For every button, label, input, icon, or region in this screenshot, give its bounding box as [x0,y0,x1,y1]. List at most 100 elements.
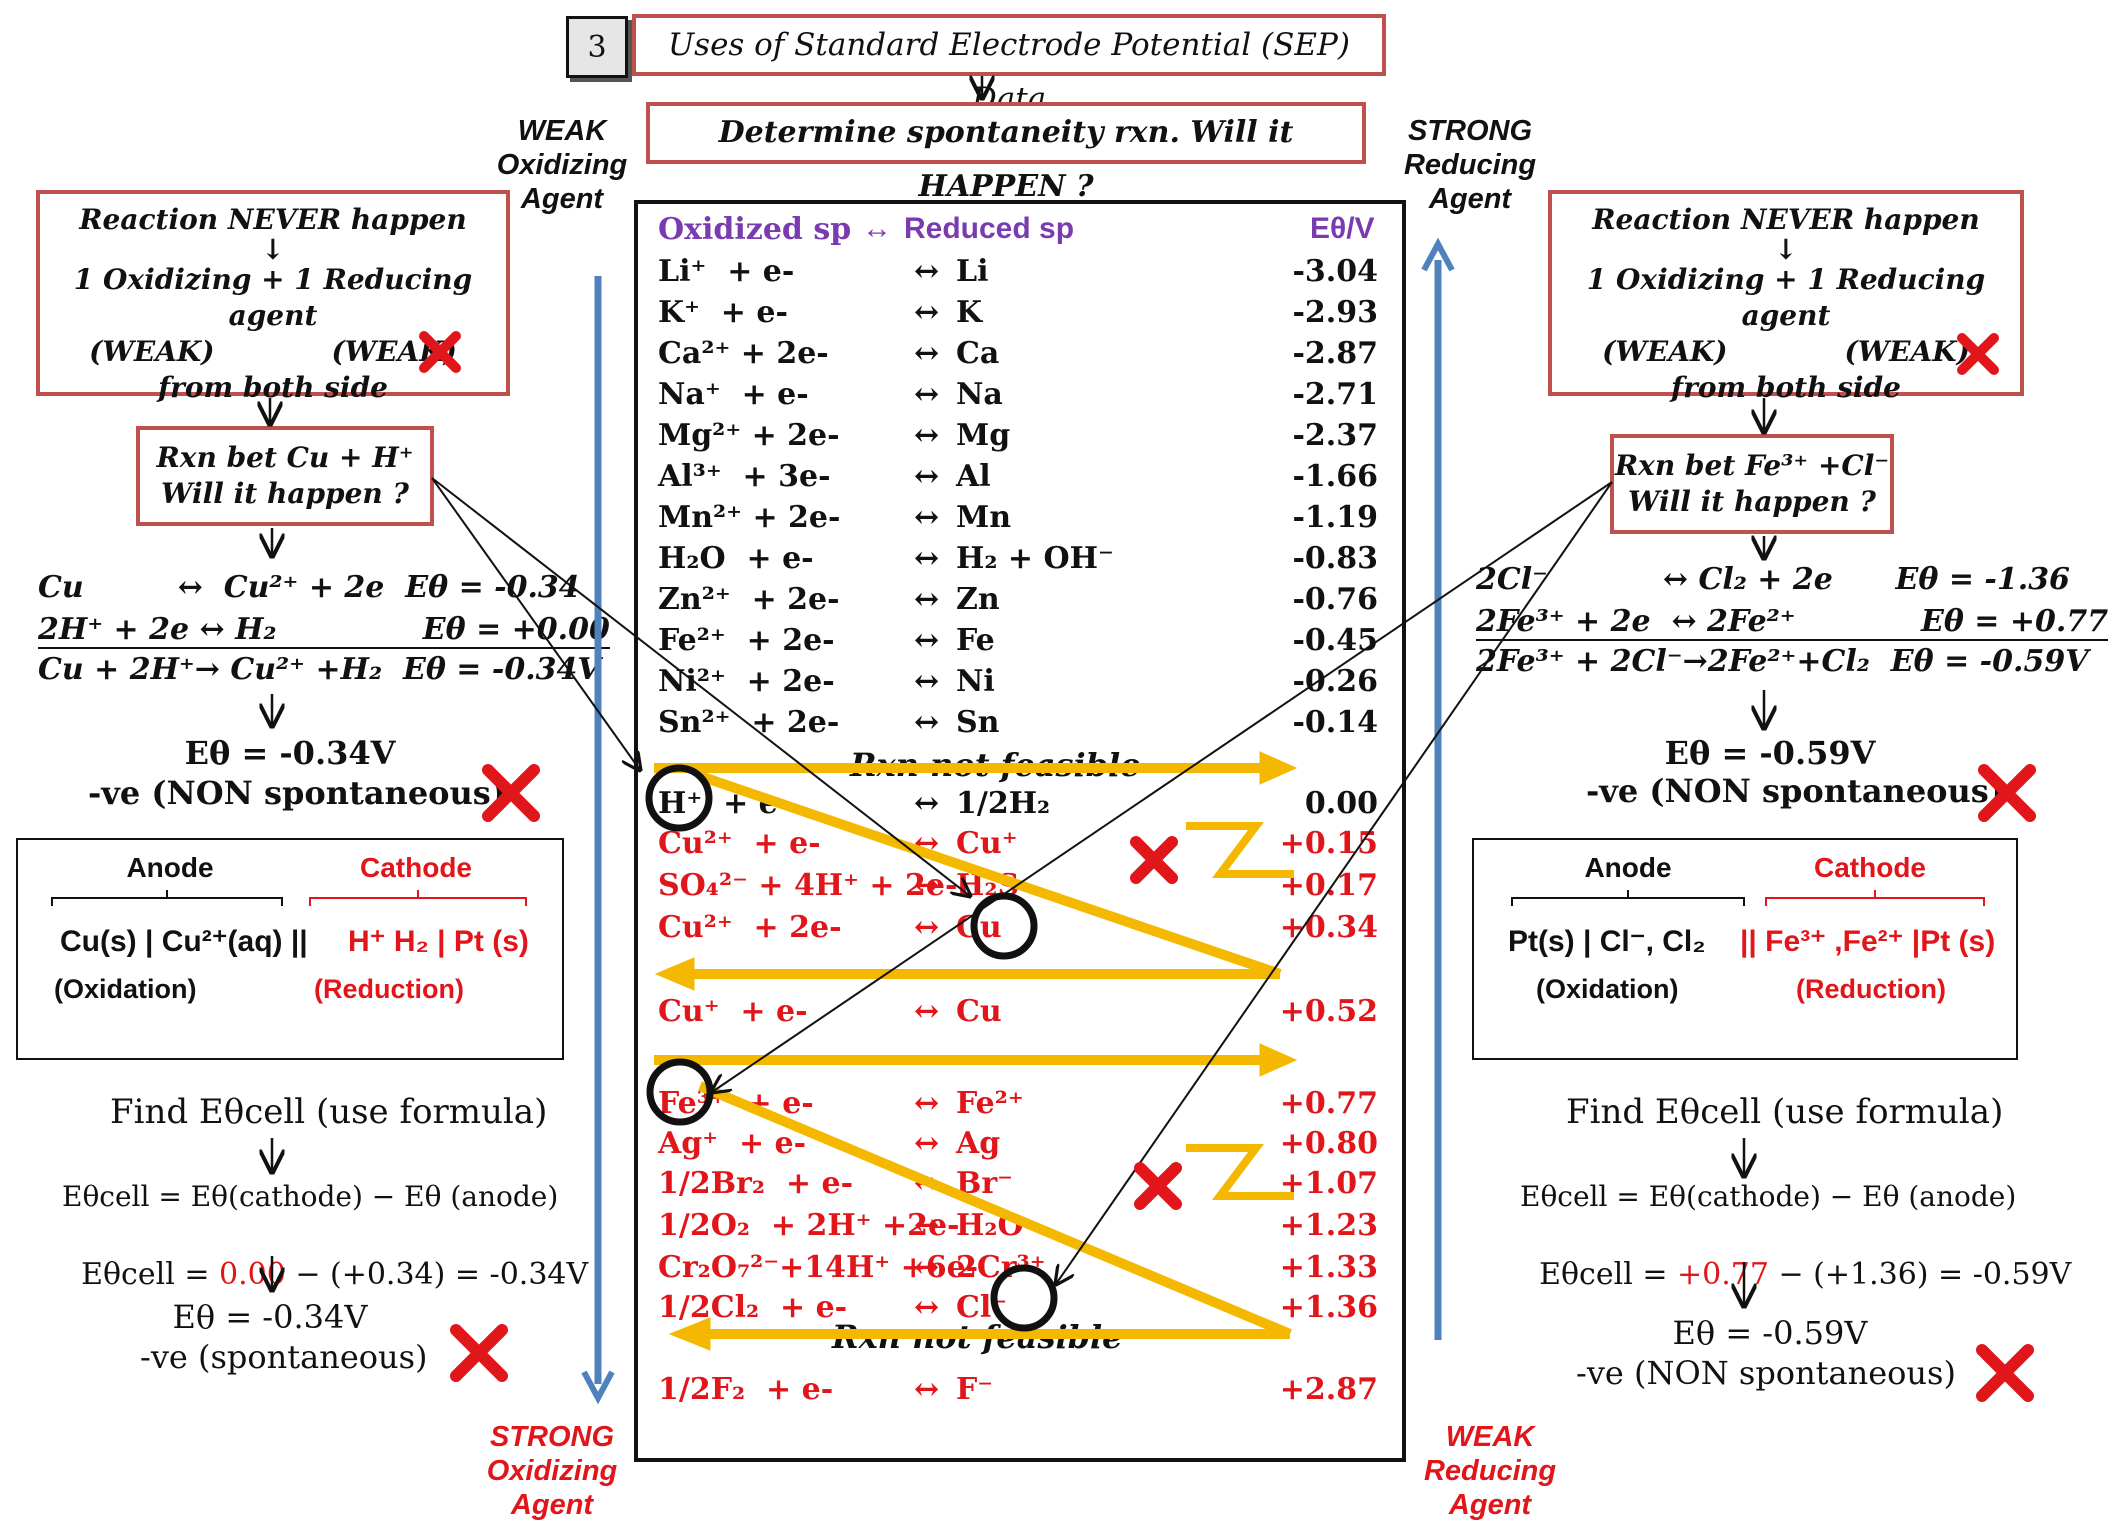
row-reduced: Cu⁺ [956,826,1018,861]
left-eq3: Cu + 2H⁺→ Cu²⁺ +H₂ Eθ = -0.34V [38,652,601,687]
row-arrow: ↔ [914,459,940,494]
row-arrow: ↔ [914,705,940,740]
right-formula1: Eθcell = Eθ(cathode) − Eθ (anode) [1520,1180,2017,1213]
row-potential: -0.14 [1292,705,1378,740]
yellow-z-arrow-bottom [654,1043,1298,1351]
slide-number: 3 [566,16,628,78]
row-potential: -2.37 [1292,418,1378,453]
row-arrow: ↔ [914,582,940,617]
row-arrow: ↔ [914,1126,940,1161]
row-arrow: ↔ [914,336,940,371]
strong-oxidizing-label: STRONG Oxidizing Agent [486,1421,618,1521]
table-row: Cu⁺ + e-↔Cu+0.52 [658,994,1378,1034]
right-formula2: Eθcell = +0.77 − (+1.36) = -0.59V [1520,1222,2071,1292]
table-row: Cu²⁺ + e-↔Cu⁺+0.15 [658,826,1378,866]
left-never-line2: 1 Oxidizing + 1 Reducing agent [73,263,473,332]
left-anode-role: (Oxidation) [54,974,197,1004]
row-arrow: ↔ [914,868,940,903]
row-oxidized: 1/2Cl₂ + e- [658,1290,848,1325]
table-row: Mn²⁺ + 2e-↔Mn-1.19 [658,500,1378,540]
row-reduced: Fe [956,623,995,658]
right-question-box: Rxn bet Fe³⁺ +Cl⁻ Will it happen ? [1610,434,1894,534]
row-potential: -2.87 [1292,336,1378,371]
row-potential: +1.23 [1279,1208,1378,1243]
row-potential: -3.04 [1292,254,1378,289]
row-potential: +1.07 [1279,1166,1378,1201]
row-reduced: Ni [956,664,995,699]
left-formula2: Eθcell = 0.00 − (+0.34) = -0.34V [62,1222,588,1292]
row-oxidized: Sn²⁺ + 2e- [658,705,840,740]
table-row: Ca²⁺ + 2e-↔Ca-2.87 [658,336,1378,376]
row-oxidized: K⁺ + e- [658,295,788,330]
table-header-e: Eθ/V [1310,212,1375,245]
right-never-box: Reaction NEVER happen ↓ 1 Oxidizing + 1 … [1548,190,2024,404]
row-oxidized: 1/2Br₂ + e- [658,1166,854,1201]
table-row: SO₄²⁻ + 4H⁺ + 2e-↔H₂S+0.17 [658,868,1378,908]
table-row: Fe²⁺ + 2e-↔Fe-0.45 [658,623,1378,663]
right-never-line3: (WEAK) (WEAK) [1602,335,1970,368]
row-arrow: ↔ [914,377,940,412]
table-row: Sn²⁺ + 2e- ↔ Sn -0.14 [658,705,1378,745]
row-potential: -0.45 [1292,623,1378,658]
cross-icon [1134,1162,1182,1210]
row-potential: +1.33 [1279,1250,1378,1285]
right-result1: Eθ = -0.59V [1664,734,1876,772]
table-row: H₂O + e-↔H₂ + OH⁻-0.83 [658,541,1378,581]
row-oxidized: Cu²⁺ + e- [658,826,821,861]
row-oxidized: 1/2O₂ + 2H⁺ +2e- [658,1208,960,1243]
row-oxidized: Fe²⁺ + 2e- [658,623,835,658]
circle-fe3 [646,1058,714,1126]
row-potential: -0.83 [1292,541,1378,576]
left-question-arrows [431,477,970,896]
table-row: 1/2F₂ + e-↔F⁻+2.87 [658,1372,1378,1412]
diagram-overlay [51,0,2036,1405]
row-potential: -2.93 [1292,295,1378,330]
row-arrow: ↔ [914,994,940,1029]
row-potential: -1.19 [1292,500,1378,535]
row-potential: +2.87 [1279,1372,1378,1407]
table-header-reduced: Reduced sp [904,212,1075,245]
row-reduced: Na [956,377,1003,412]
cross-icon [482,764,540,822]
right-anode-label: Anode [1584,852,1672,883]
table-row: Li⁺ + e-↔Li-3.04 [658,254,1378,294]
row-reduced: F⁻ [956,1372,994,1407]
table-header-oxidized: Oxidized sp [658,212,852,247]
weak-reducing-label: WEAK Reducing Agent [1423,1421,1557,1521]
left-result1b: -ve (NON spontaneous) [88,774,506,812]
table-row: Ag⁺ + e-↔Ag+0.80 [658,1126,1378,1166]
row-reduced: Zn [956,582,1000,617]
right-never-line1: Reaction NEVER happen [1592,203,1980,236]
row-potential: +0.77 [1279,1086,1378,1121]
row-oxidized: SO₄²⁻ + 4H⁺ + 2e- [658,868,958,903]
right-eq3: 2Fe³⁺ + 2Cl⁻→2Fe²⁺+Cl₂ Eθ = -0.59V [1476,644,2089,679]
row-arrow: ↔ [914,1208,940,1243]
row-reduced: Sn [956,705,1000,740]
row-oxidized: Cu²⁺ + 2e- [658,910,842,945]
left-result2: Eθ = -0.34V [172,1298,368,1336]
row-potential: 0.00 [1304,786,1378,821]
left-cathode-label: Cathode [360,852,472,883]
row-oxidized: Mn²⁺ + 2e- [658,500,841,535]
circle-cl-minus [990,1264,1058,1332]
row-oxidized: H₂O + e- [658,541,814,576]
right-flow-arrows [1744,398,1764,1306]
circle-h-plus [645,764,713,832]
left-formula2-a: Eθcell = [81,1257,219,1292]
right-question-line2: Will it happen ? [1628,485,1876,518]
cross-icon [1130,836,1178,884]
table-row: 1/2O₂ + 2H⁺ +2e-↔H₂O+1.23 [658,1208,1378,1248]
row-oxidized: Ni²⁺ + 2e- [658,664,835,699]
left-formula2-c: − (+0.34) = -0.34V [285,1257,589,1292]
row-arrow: ↔ [914,418,940,453]
left-question-line2: Will it happen ? [161,477,409,510]
right-result2: Eθ = -0.59V [1672,1314,1868,1352]
left-eq2: 2H⁺ + 2e ↔ H₂ Eθ = +0.00 [38,612,610,649]
right-never-line4: from both side [1671,371,1901,404]
left-question-line1: Rxn bet Cu + H⁺ [156,441,414,474]
row-arrow: ↔ [914,910,940,945]
yellow-zigzag-top [1186,822,1294,878]
right-cathode-brace [1765,890,1985,906]
right-question-line1: Rxn bet Fe³⁺ +Cl⁻ [1614,449,1890,482]
table-row: Zn²⁺ + 2e-↔Zn-0.76 [658,582,1378,622]
